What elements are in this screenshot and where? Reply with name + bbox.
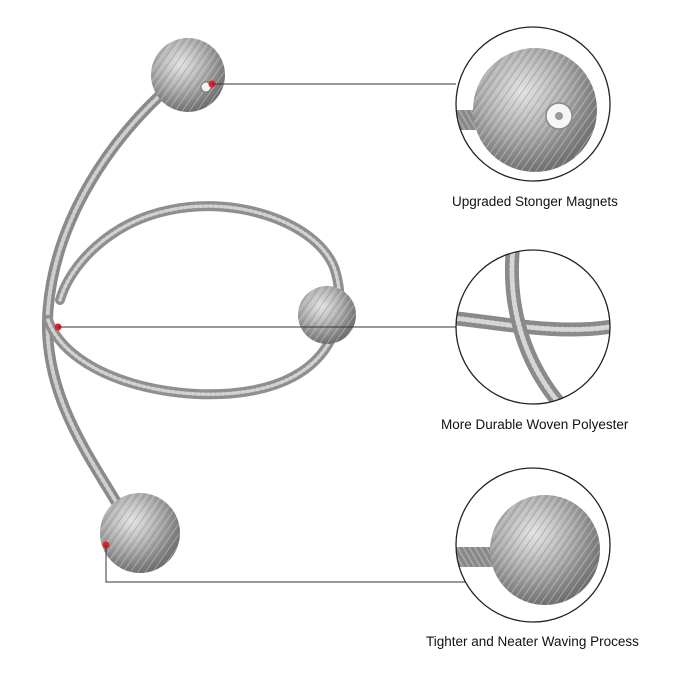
detail-circle-magnet [455, 26, 611, 182]
top-magnet-ball [151, 38, 225, 112]
bottom-magnet-ball [100, 493, 180, 573]
leader-line-3 [105, 545, 466, 583]
caption-magnets: Upgraded Stonger Magnets [452, 194, 618, 209]
leader-lines [58, 83, 466, 583]
detail-circle-weave [455, 467, 611, 623]
caption-weaving: Tighter and Neater Waving Process [426, 634, 639, 649]
middle-slider-ball [298, 286, 356, 344]
detail-circle-cord [455, 249, 611, 405]
caption-polyester: More Durable Woven Polyester [441, 417, 629, 432]
cord [41, 82, 345, 511]
